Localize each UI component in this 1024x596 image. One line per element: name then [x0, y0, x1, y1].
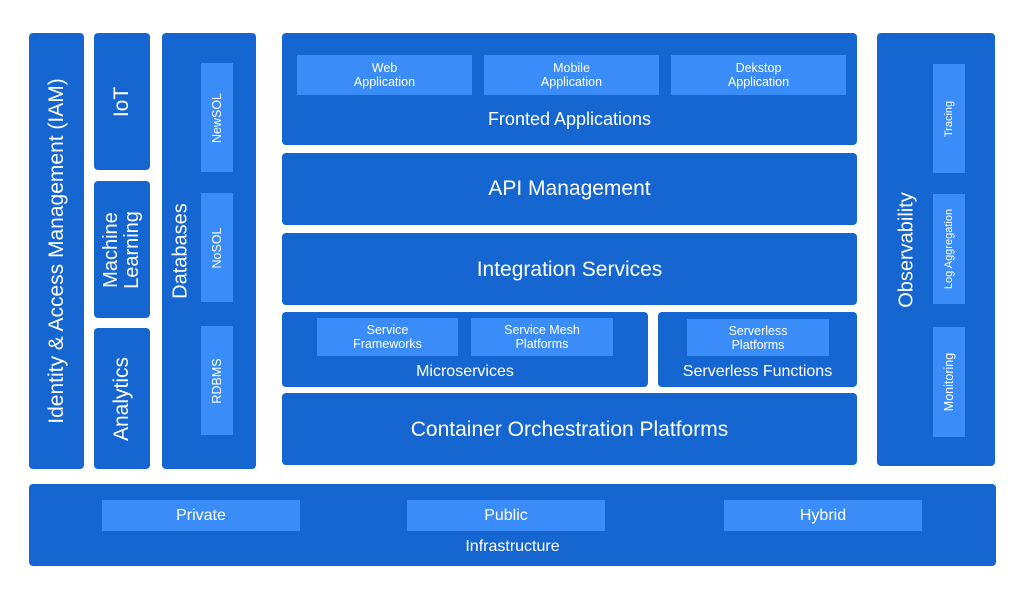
serverless-platforms: Serverless Platforms [687, 319, 829, 356]
database-rdbms: RDBMS [201, 326, 233, 435]
infrastructure-block: Private Public Hybrid Infrastructure [29, 484, 996, 566]
machine-learning-block: Machine Learning [94, 181, 150, 318]
iam-label: Identity & Access Management (IAM) [44, 78, 68, 424]
iot-block: IoT [94, 33, 150, 170]
microservices-block: Service Frameworks Service Mesh Platform… [282, 312, 648, 387]
log-aggregation-label: Log Aggregation [943, 208, 955, 290]
infrastructure-public: Public [407, 500, 605, 531]
api-management-block: API Management [282, 153, 857, 225]
serverless-functions-block: Serverless Platforms Serverless Function… [658, 312, 857, 387]
database-newsql-label: NewSOL [210, 92, 224, 143]
tracing: Tracing [933, 64, 965, 173]
databases-block: Databases NewSOL NoSOL RDBMS [162, 33, 256, 469]
infrastructure-hybrid: Hybrid [724, 500, 922, 531]
log-aggregation: Log Aggregation [933, 194, 965, 304]
frontend-applications-block: Web Application Mobile Application Dekst… [282, 33, 857, 145]
database-newsql: NewSOL [201, 63, 233, 172]
monitoring: Monitoring [933, 327, 965, 437]
observability-title: Observability [895, 191, 918, 308]
service-mesh-platforms: Service Mesh Platforms [471, 318, 613, 356]
tracing-label: Tracing [943, 100, 955, 137]
database-rdbms-label: RDBMS [210, 357, 224, 404]
machine-learning-label: Machine Learning [100, 210, 143, 289]
database-nosql: NoSOL [201, 193, 233, 302]
container-orchestration-label: Container Orchestration Platforms [410, 418, 729, 441]
analytics-block: Analytics [94, 328, 150, 469]
web-application: Web Application [297, 55, 472, 95]
frontend-applications-title: Fronted Applications [487, 109, 652, 129]
container-orchestration-block: Container Orchestration Platforms [282, 393, 857, 465]
observability-block: Observability Tracing Log Aggregation Mo… [877, 33, 995, 466]
serverless-functions-title: Serverless Functions [682, 363, 833, 380]
iam-block: Identity & Access Management (IAM) [29, 33, 84, 469]
api-management-label: API Management [488, 177, 651, 200]
microservices-title: Microservices [416, 363, 514, 380]
mobile-application: Mobile Application [484, 55, 659, 95]
infrastructure-title: Infrastructure [465, 538, 560, 555]
infrastructure-private: Private [102, 500, 300, 531]
analytics-label: Analytics [110, 356, 133, 441]
desktop-application: Dekstop Application [671, 55, 846, 95]
service-frameworks: Service Frameworks [317, 318, 458, 356]
integration-services-label: Integration Services [476, 258, 663, 281]
database-nosql-label: NoSOL [210, 227, 224, 268]
databases-title: Databases [169, 203, 192, 299]
integration-services-block: Integration Services [282, 233, 857, 305]
monitoring-label: Monitoring [942, 352, 956, 412]
iot-label: IoT [110, 86, 133, 117]
